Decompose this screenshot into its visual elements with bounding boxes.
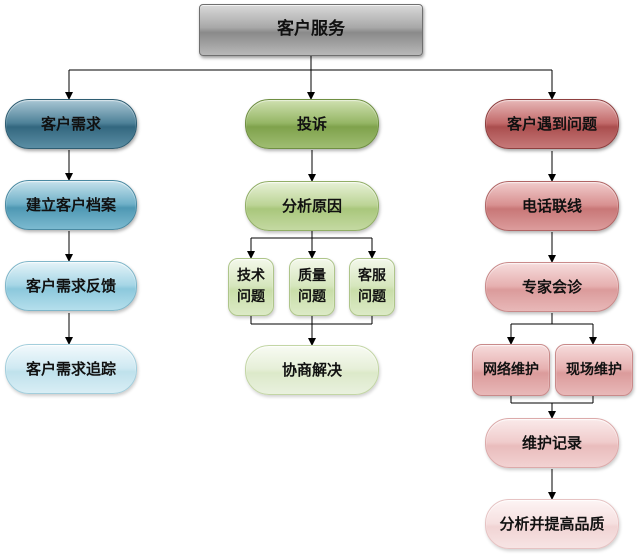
root-node: 客户服务 bbox=[199, 4, 423, 56]
demand-step-3-node: 客户需求追踪 bbox=[5, 344, 137, 394]
complaint-title-node: 投诉 bbox=[245, 99, 379, 149]
cause-technical-node: 技术 问题 bbox=[228, 258, 274, 316]
phone-node: 电话联线 bbox=[485, 181, 619, 231]
cause-quality-node: 质量 问题 bbox=[289, 258, 335, 316]
demand-title-node: 客户需求 bbox=[5, 99, 137, 149]
record-node: 维护记录 bbox=[485, 418, 619, 468]
demand-step-1-node: 建立客户档案 bbox=[5, 180, 137, 230]
analysis-node: 分析原因 bbox=[245, 181, 379, 231]
cause-service-node: 客服 问题 bbox=[349, 258, 395, 316]
network-maintenance-node: 网络维护 bbox=[472, 344, 550, 396]
improve-quality-node: 分析并提高品质 bbox=[485, 499, 619, 549]
onsite-maintenance-node: 现场维护 bbox=[555, 344, 633, 396]
demand-step-2-node: 客户需求反馈 bbox=[5, 261, 137, 311]
resolution-node: 协商解决 bbox=[245, 345, 379, 395]
problem-title-node: 客户遇到问题 bbox=[485, 99, 619, 149]
consult-node: 专家会诊 bbox=[485, 262, 619, 312]
